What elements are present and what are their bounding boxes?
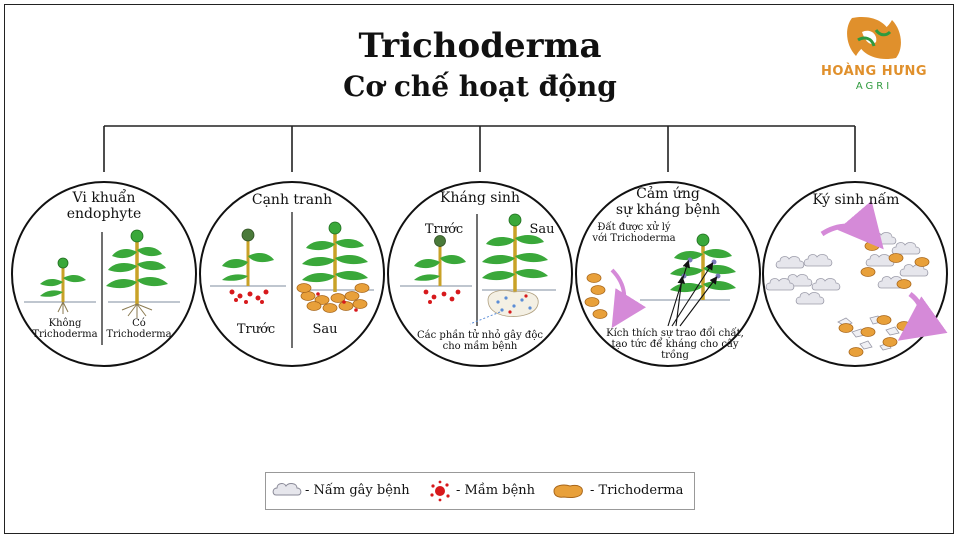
panel-2-left-label: Trước	[236, 322, 276, 337]
panel-3-art	[400, 213, 556, 326]
panel-4-title: Cảm ứng sự kháng bệnh	[615, 186, 721, 218]
brand-logo: HOÀNG HƯNG AGRI	[814, 12, 934, 92]
legend-pathogen-label: - Mầm bệnh	[456, 483, 536, 498]
panel-5-art	[765, 200, 948, 357]
panel-3-right-label: Sau	[529, 222, 555, 237]
panel-2-right-label: Sau	[312, 322, 338, 337]
panel-1-right-label: Có Trichoderma	[106, 318, 172, 340]
pathogen-splat-icon	[430, 480, 450, 502]
logo-name: HOÀNG HƯNG	[820, 64, 927, 79]
panel-5-title: Ký sinh nấm	[812, 192, 900, 208]
connector-lines	[103, 125, 856, 172]
panel-4-top-note: Đất được xử lý với Trichoderma	[592, 222, 676, 244]
legend-trichoderma-label: - Trichoderma	[590, 483, 684, 498]
panel-2-art	[210, 212, 374, 348]
leaf-logo-icon	[847, 16, 901, 60]
panel-3-left-label: Trước	[424, 222, 464, 237]
legend	[265, 472, 695, 510]
title-sub: Cơ chế hoạt động	[343, 70, 617, 103]
title-main: Trichoderma	[358, 26, 602, 66]
panel-4-art	[584, 233, 736, 329]
panel-1-left-label: Không Trichoderma	[32, 318, 98, 340]
trichoderma-blob-icon	[553, 484, 583, 498]
outer-frame	[4, 4, 954, 534]
fungus-cloud-icon	[272, 483, 302, 496]
panel-1-art	[24, 229, 180, 345]
panel-3-note: Các phần tử nhỏ gây độc cho mầm bệnh	[417, 330, 543, 352]
legend-fungus-label: - Nấm gây bệnh	[305, 483, 410, 498]
panel-4-bottom-note: Kích thích sự trao đổi chất, tạo tức để …	[606, 328, 744, 361]
panel-3-title: Kháng sinh	[440, 190, 520, 206]
panel-2-title: Cạnh tranh	[251, 192, 333, 208]
panel-1-title: Vi khuẩn endophyte	[66, 190, 142, 222]
logo-sub: AGRI	[855, 81, 893, 92]
